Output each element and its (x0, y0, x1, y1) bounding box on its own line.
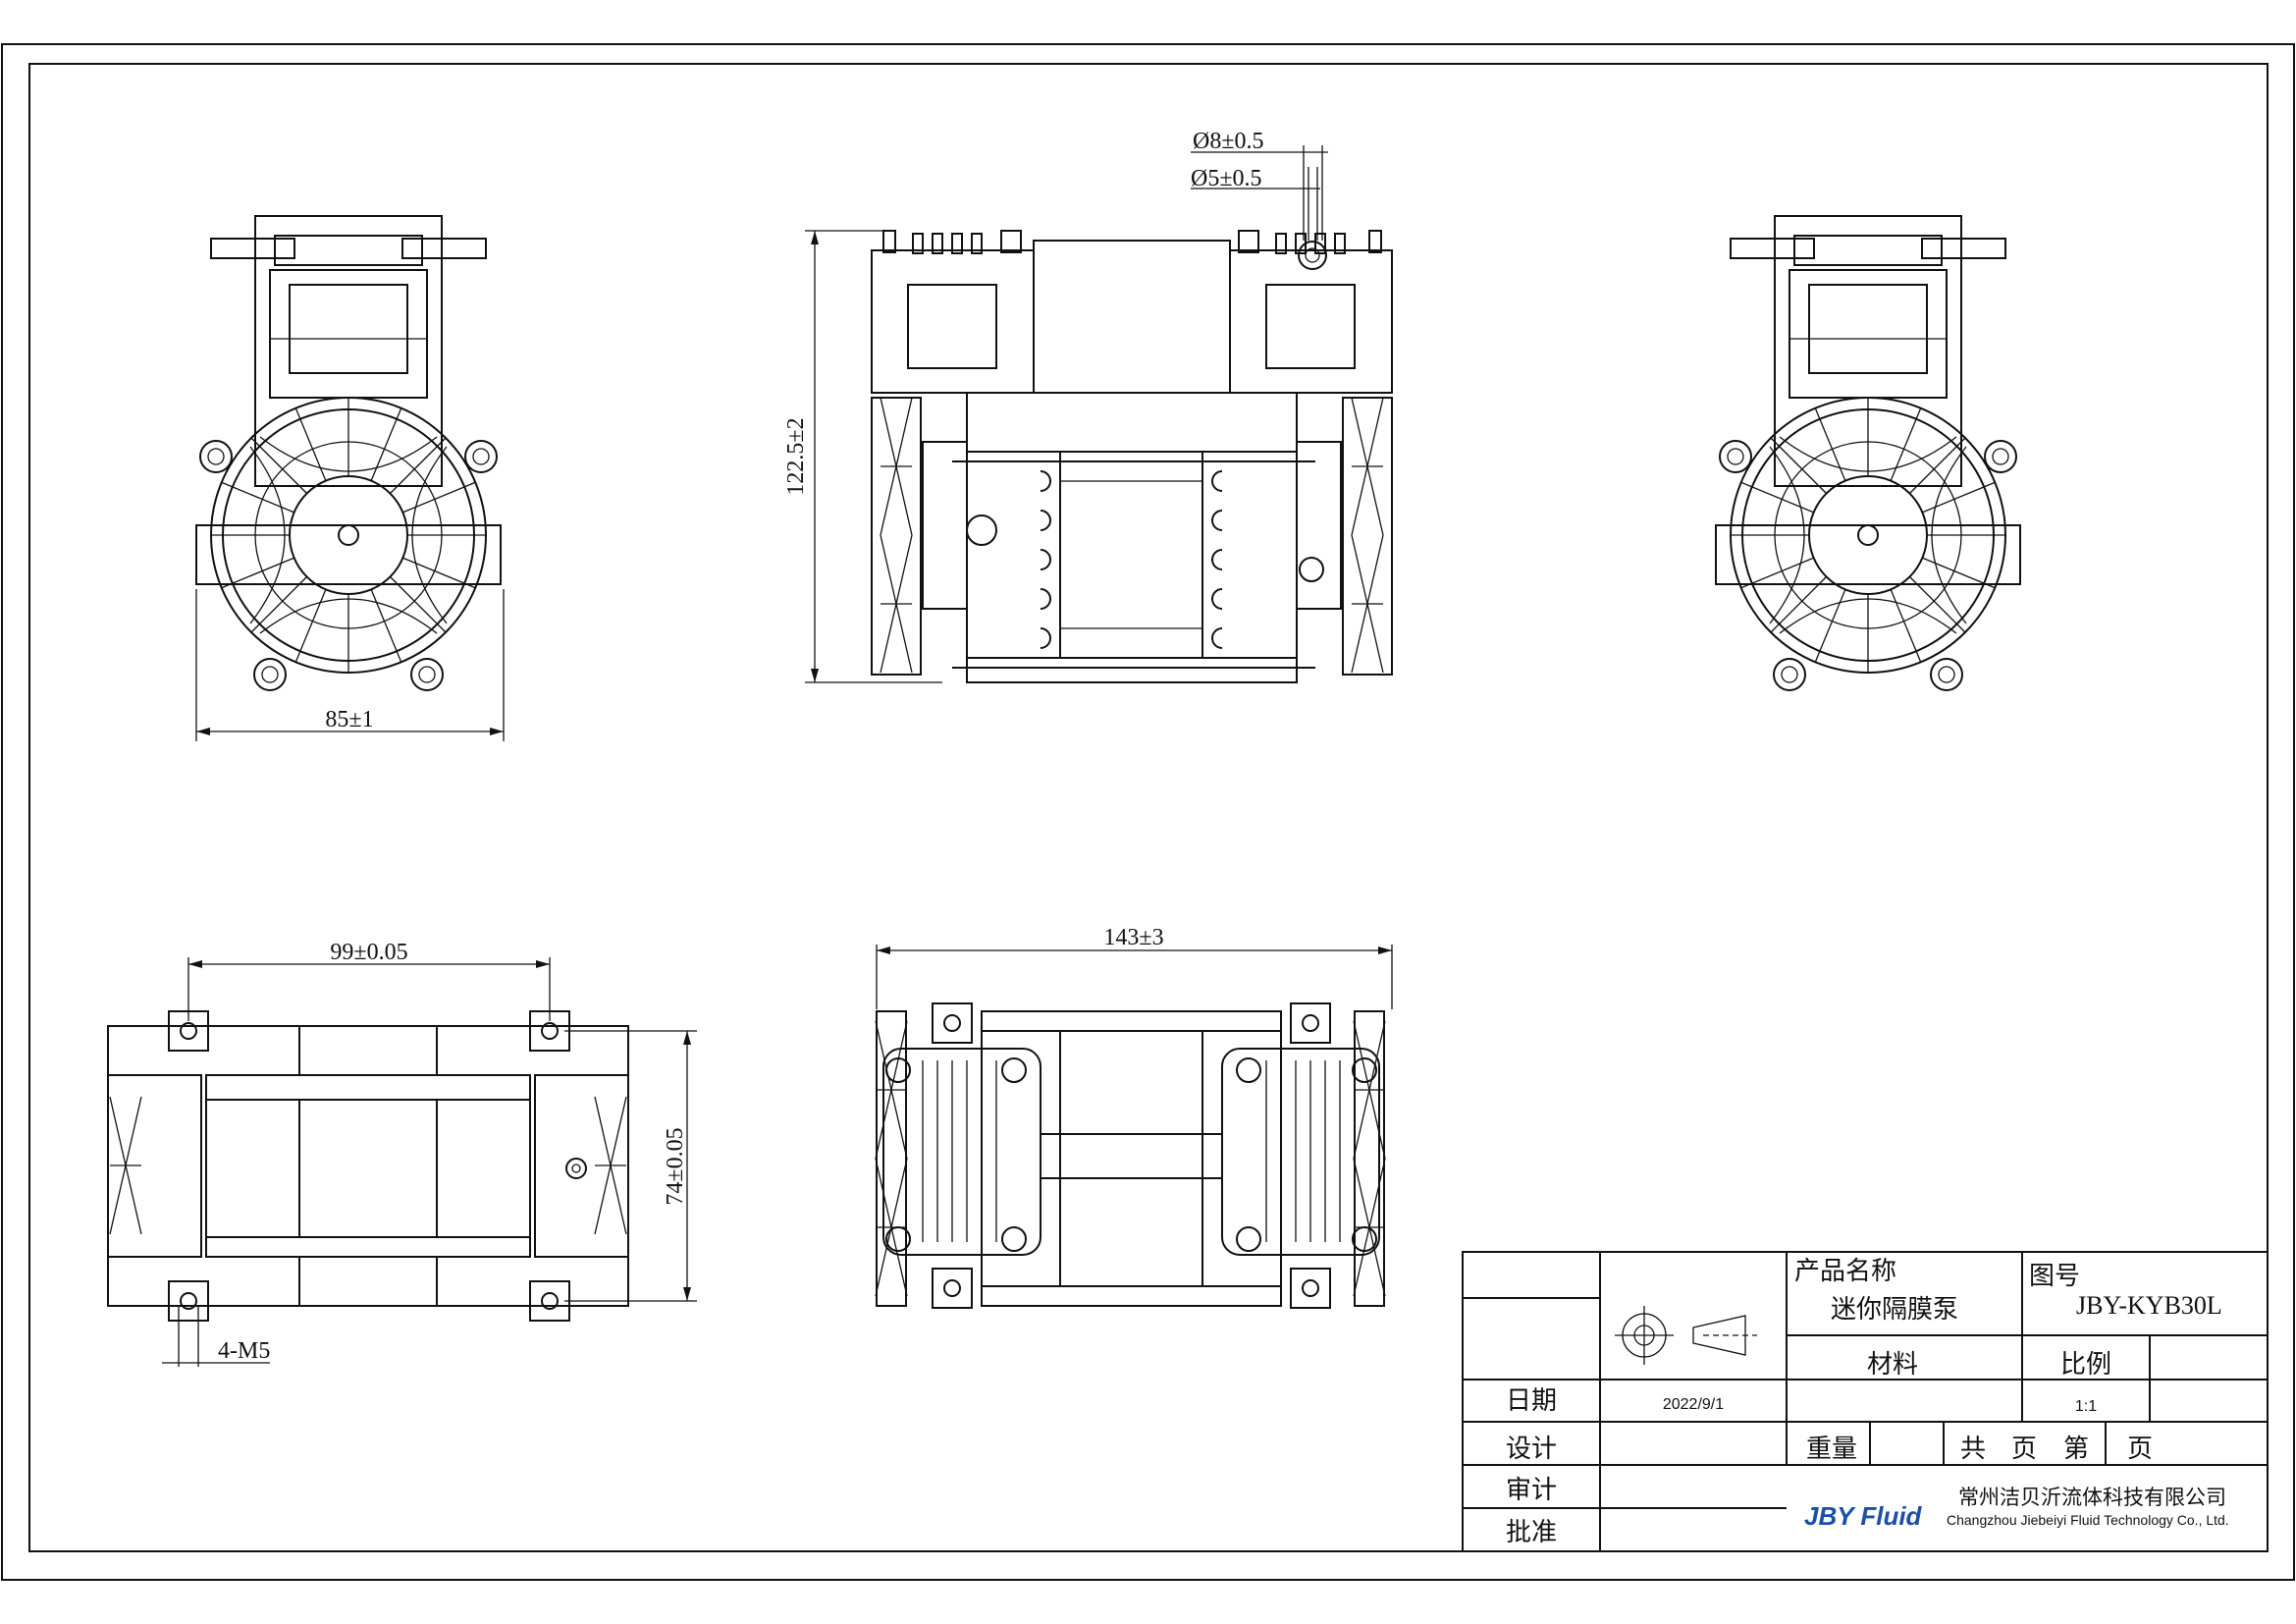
dim-hole-spacing-v: 74±0.05 (663, 1127, 688, 1205)
title-block (1462, 1251, 2269, 1552)
dim-outlet-inner: Ø5±0.5 (1191, 166, 1262, 191)
date-label: 日期 (1506, 1386, 1557, 1415)
page-label: 页 (2011, 1435, 2037, 1463)
company-logo: JBY Fluid (1804, 1501, 1923, 1531)
company-name-en: Changzhou Jiebeiyi Fluid Technology Co.,… (1947, 1512, 2229, 1528)
top-view-left (107, 1010, 629, 1322)
date-value: 2022/9/1 (1663, 1396, 1724, 1413)
dimension-outlet (1191, 145, 1328, 241)
dim-outlet-outer: Ø8±0.5 (1193, 129, 1264, 154)
drawing-no: JBY-KYB30L (2076, 1291, 2222, 1320)
dim-width-front: 85±1 (325, 707, 373, 732)
dimension-width-front (195, 589, 505, 741)
top-view-center (875, 1002, 1386, 1309)
scale-label: 比例 (2060, 1350, 2111, 1379)
scale-value: 1:1 (2075, 1398, 2097, 1415)
dimension-length (876, 945, 1393, 1009)
dim-length: 143±3 (1103, 925, 1163, 950)
side-view (871, 230, 1393, 683)
dimension-mount-holes (162, 1306, 270, 1367)
dim-mount-holes: 4-M5 (218, 1338, 270, 1364)
product-name-label: 产品名称 (1794, 1257, 1896, 1285)
drawing-no-label: 图号 (2029, 1262, 2080, 1290)
dimension-height (805, 230, 942, 683)
sheet-label: 第 (2063, 1435, 2089, 1463)
dimension-hole-spacing-v (564, 1030, 697, 1302)
dimension-hole-spacing (187, 957, 551, 1021)
product-name: 迷你隔膜泵 (1831, 1295, 1958, 1324)
outer-frame (1, 43, 2295, 1581)
dim-height: 122.5±2 (783, 417, 809, 495)
total-label: 共 (1960, 1435, 1986, 1463)
company-name-cn: 常州洁贝沂流体科技有限公司 (1958, 1486, 2226, 1509)
dim-hole-spacing: 99±0.05 (330, 940, 407, 965)
design-label: 设计 (1506, 1435, 1557, 1463)
inner-frame (28, 63, 2269, 1552)
weight-label: 重量 (1806, 1435, 1857, 1463)
review-label: 审计 (1506, 1476, 1557, 1504)
material-label: 材料 (1867, 1350, 1918, 1379)
page-label-2: 页 (2127, 1435, 2153, 1463)
approve-label: 批准 (1506, 1518, 1557, 1546)
